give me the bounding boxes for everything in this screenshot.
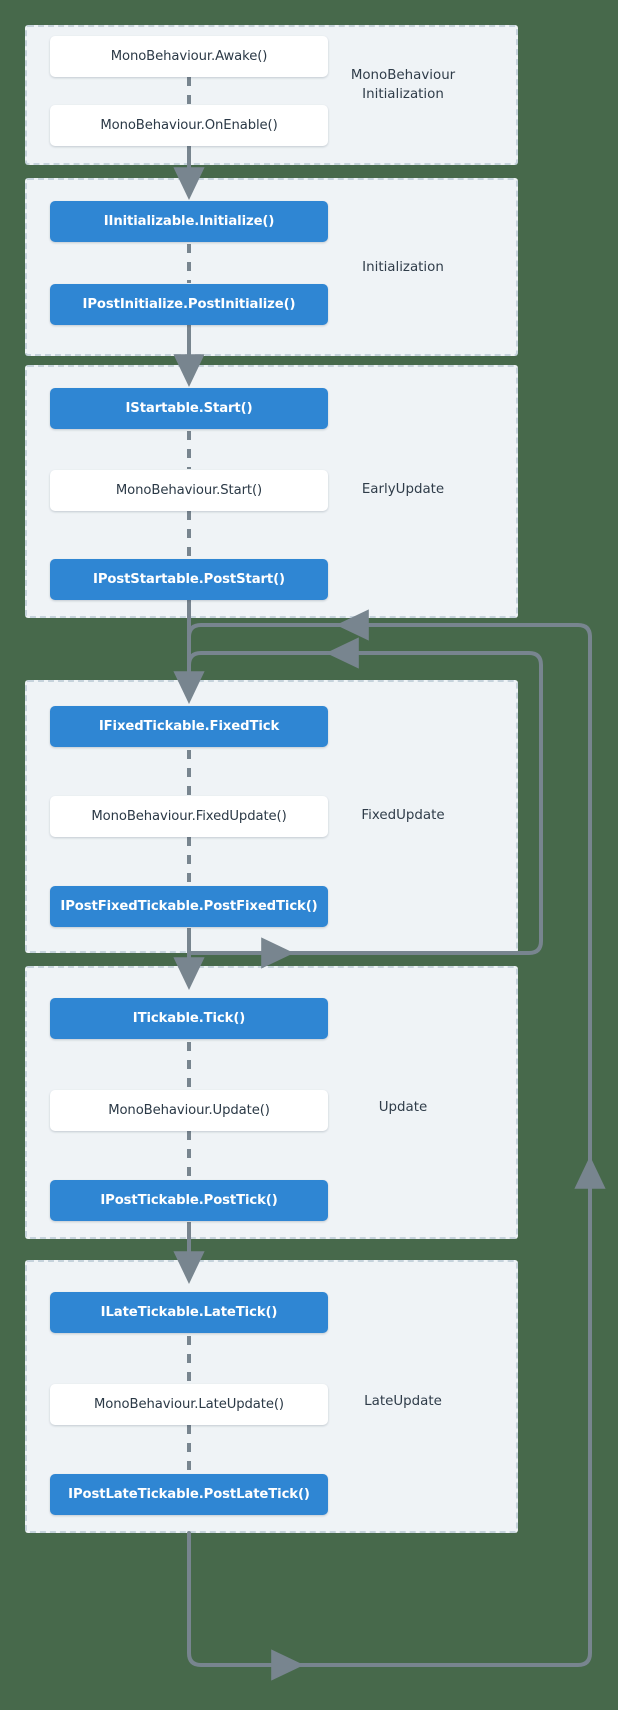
section-label-monobehaviour-initialization: MonoBehaviour Initialization	[308, 66, 498, 104]
section-label-update: Update	[308, 1098, 498, 1117]
node-ifixedtickable-fixedtick[interactable]: IFixedTickable.FixedTick	[50, 706, 328, 747]
node-ilatetickable-latetick[interactable]: ILateTickable.LateTick()	[50, 1292, 328, 1333]
node-ipoststartable-poststart[interactable]: IPostStartable.PostStart()	[50, 559, 328, 600]
node-ipostfixedtickable-postfixedtick[interactable]: IPostFixedTickable.PostFixedTick()	[50, 886, 328, 927]
node-ipostlatetickable-postlatetick[interactable]: IPostLateTickable.PostLateTick()	[50, 1474, 328, 1515]
node-monobehaviour-fixedupdate[interactable]: MonoBehaviour.FixedUpdate()	[50, 796, 328, 837]
node-monobehaviour-lateupdate[interactable]: MonoBehaviour.LateUpdate()	[50, 1384, 328, 1425]
node-monobehaviour-start[interactable]: MonoBehaviour.Start()	[50, 470, 328, 511]
section-label-fixed-update: FixedUpdate	[308, 806, 498, 825]
section-label-line-1: Update	[378, 1100, 428, 1115]
section-label-initialization: Initialization	[308, 258, 498, 277]
section-label-late-update: LateUpdate	[308, 1392, 498, 1411]
node-monobehaviour-awake[interactable]: MonoBehaviour.Awake()	[50, 36, 328, 77]
section-label-line-1: FixedUpdate	[361, 808, 445, 823]
section-label-line-1: LateUpdate	[364, 1394, 442, 1409]
section-label-line-1: Initialization	[362, 260, 444, 275]
node-monobehaviour-update[interactable]: MonoBehaviour.Update()	[50, 1090, 328, 1131]
node-iinitializable-initialize[interactable]: IInitializable.Initialize()	[50, 201, 328, 242]
node-istartable-start[interactable]: IStartable.Start()	[50, 388, 328, 429]
node-ipostinitialize-postinitialize[interactable]: IPostInitialize.PostInitialize()	[50, 284, 328, 325]
section-label-line-1: EarlyUpdate	[361, 482, 445, 497]
section-label-line-1: MonoBehaviour	[350, 68, 456, 83]
node-monobehaviour-onenable[interactable]: MonoBehaviour.OnEnable()	[50, 105, 328, 146]
section-label-early-update: EarlyUpdate	[308, 480, 498, 499]
node-iposttickable-posttick[interactable]: IPostTickable.PostTick()	[50, 1180, 328, 1221]
node-itickable-tick[interactable]: ITickable.Tick()	[50, 998, 328, 1039]
section-label-line-2: Initialization	[362, 87, 444, 102]
